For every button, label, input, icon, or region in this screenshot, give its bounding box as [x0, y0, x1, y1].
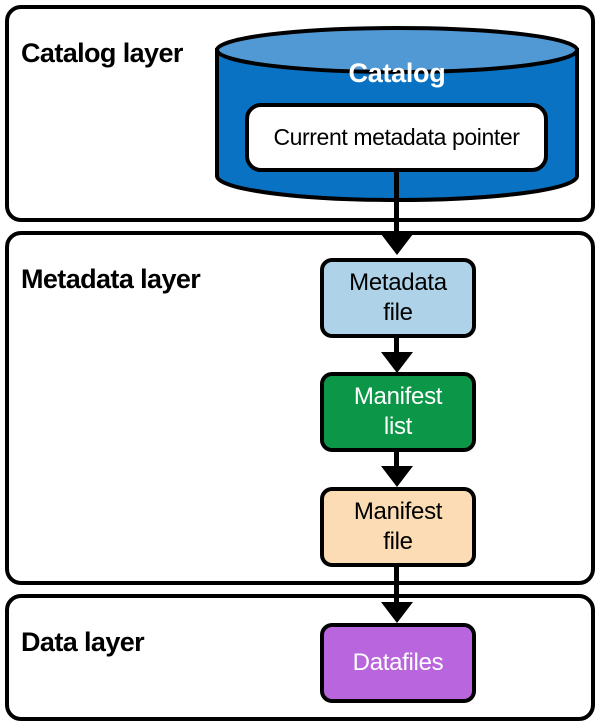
arrow-manifest-file-to-datafiles-line	[394, 565, 399, 604]
current-metadata-pointer-box: Current metadata pointer	[245, 103, 548, 172]
datafiles-node: Datafiles	[320, 623, 476, 703]
data-layer-box: Data layer	[5, 594, 595, 721]
arrow-manifest-list-to-manifest-file-head	[381, 466, 413, 487]
manifest-file-node: Manifest file	[320, 487, 476, 567]
arrow-metadata-file-to-manifest-list-line	[394, 336, 399, 354]
manifest-file-label: Manifest file	[353, 498, 443, 555]
manifest-list-node: Manifest list	[320, 372, 476, 452]
manifest-list-label: Manifest list	[353, 383, 443, 440]
metadata-file-label: Metadata file	[349, 269, 447, 326]
arrow-manifest-file-to-datafiles-head	[381, 602, 413, 623]
arrow-metadata-file-to-manifest-list-head	[381, 352, 413, 373]
datafiles-label: Datafiles	[352, 649, 444, 676]
arrow-manifest-list-to-manifest-file-line	[394, 450, 399, 468]
arrow-pointer-to-metadata-file-line	[394, 168, 399, 236]
current-metadata-pointer-label: Current metadata pointer	[273, 124, 520, 150]
metadata-file-node: Metadata file	[320, 258, 476, 338]
catalog-db-label: Catalog	[348, 58, 446, 88]
arrow-pointer-to-metadata-file-head	[381, 234, 413, 255]
catalog-layer-label: Catalog layer	[21, 38, 183, 69]
data-layer-label: Data layer	[21, 627, 145, 658]
metadata-layer-box: Metadata layer	[5, 231, 595, 585]
metadata-layer-label: Metadata layer	[21, 264, 201, 295]
cylinder-top	[215, 26, 579, 74]
